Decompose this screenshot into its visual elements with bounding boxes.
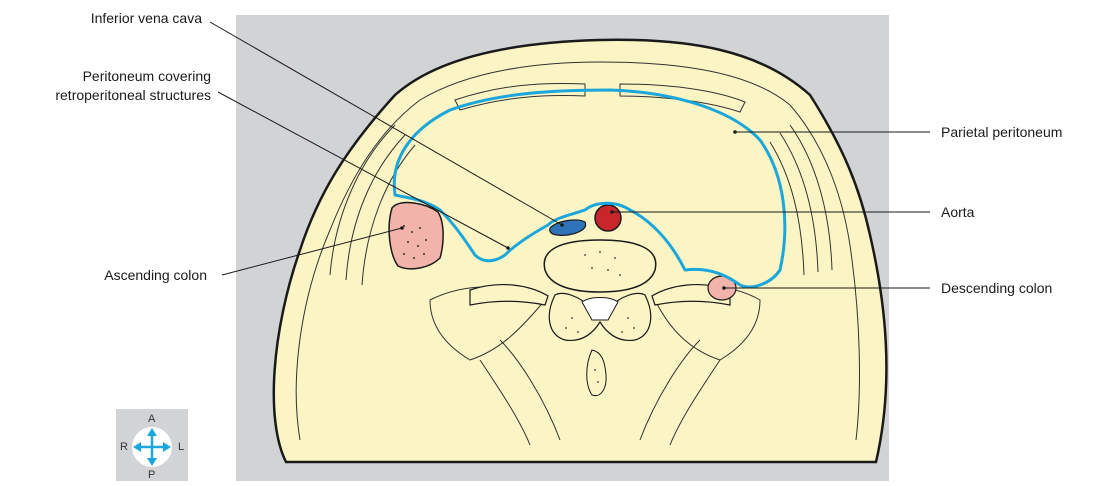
label-descending-colon: Descending colon bbox=[941, 279, 1052, 297]
aorta-shape bbox=[595, 205, 621, 231]
compass-anterior: A bbox=[148, 414, 155, 425]
ascending-colon-shape bbox=[389, 202, 443, 268]
label-aorta: Aorta bbox=[941, 203, 974, 221]
vertebral-body bbox=[544, 240, 656, 292]
compass-posterior: P bbox=[148, 470, 155, 481]
label-ascending-colon: Ascending colon bbox=[104, 266, 207, 284]
compass-right: R bbox=[120, 442, 128, 453]
label-peritoneum-covering-line2: retroperitoneal structures bbox=[55, 86, 211, 104]
label-peritoneum-covering-line1: Peritoneum covering bbox=[83, 67, 211, 85]
label-parietal-peritoneum: Parietal peritoneum bbox=[941, 123, 1062, 141]
label-inferior-vena-cava: Inferior vena cava bbox=[91, 9, 202, 27]
compass-left: L bbox=[178, 442, 184, 453]
